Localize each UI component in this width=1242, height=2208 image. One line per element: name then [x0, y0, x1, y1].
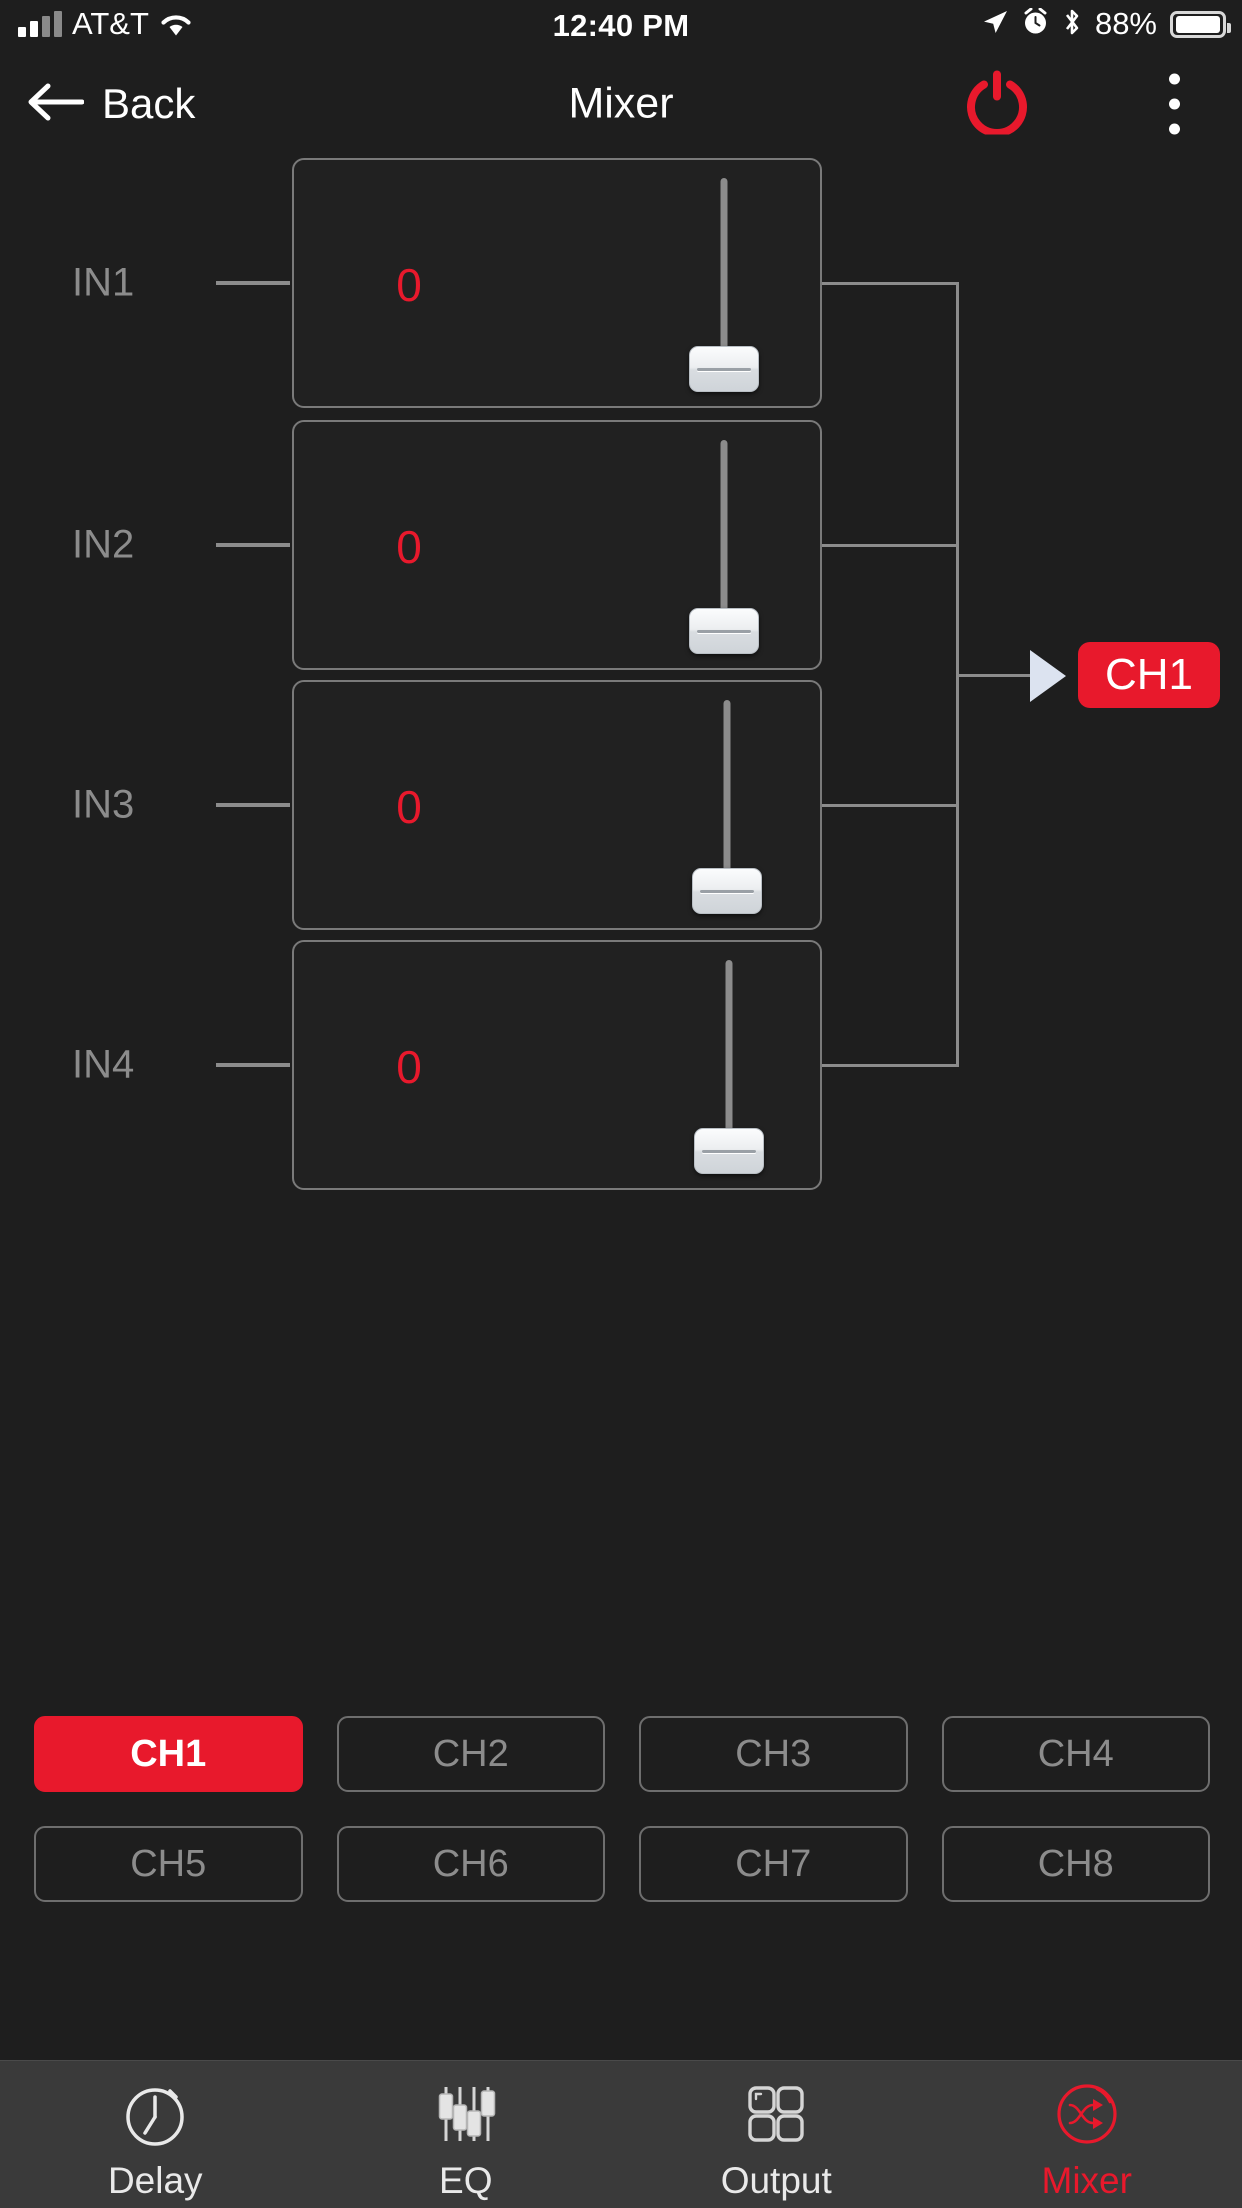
channel-button-ch2[interactable]: CH2 [336, 1716, 605, 1792]
input-connector-in3 [216, 803, 290, 807]
battery-icon [1170, 10, 1231, 38]
signal-icon [18, 11, 62, 37]
kebab-dot-icon [1169, 73, 1180, 85]
channel-strip-in1: 0 [292, 158, 822, 408]
kebab-dot-icon [1169, 123, 1180, 135]
input-value-in4: 0 [396, 1041, 422, 1093]
fader-thumb-in2[interactable] [689, 608, 759, 654]
bus-wire-in1 [822, 282, 959, 285]
input-value-in1: 0 [396, 259, 422, 311]
output-node-ch1[interactable]: CH1 [1078, 642, 1220, 708]
fader-thumb-in3[interactable] [692, 868, 762, 914]
tab-label-delay: Delay [107, 2159, 203, 2201]
channel-button-ch8[interactable]: CH8 [941, 1826, 1210, 1902]
input-connector-in2 [216, 543, 290, 547]
tab-delay[interactable]: Delay [0, 2061, 311, 2208]
back-button[interactable]: Back [26, 80, 195, 128]
input-connector-in1 [216, 281, 290, 285]
bus-wire-to-output [956, 674, 1034, 677]
tab-eq[interactable]: EQ [311, 2061, 622, 2208]
fader-thumb-in4[interactable] [694, 1128, 764, 1174]
location-arrow-icon [981, 8, 1009, 41]
overflow-menu-button[interactable] [1169, 73, 1180, 135]
channel-button-ch4[interactable]: CH4 [941, 1716, 1210, 1792]
tab-label-eq: EQ [439, 2159, 493, 2201]
status-bar: AT&T 12:40 PM [0, 0, 1242, 58]
channel-button-ch6[interactable]: CH6 [336, 1826, 605, 1902]
fader-in4[interactable] [694, 960, 764, 1174]
input-value-in2: 0 [396, 521, 422, 573]
input-label-in1: IN1 [72, 260, 135, 305]
power-button[interactable] [964, 69, 1030, 140]
status-bar-right: 88% [981, 6, 1231, 42]
fader-in1[interactable] [689, 178, 759, 392]
channel-button-ch5[interactable]: CH5 [34, 1826, 303, 1902]
channel-selector-grid: CH1 CH2 CH3 CH4 CH5 CH6 CH7 CH8 [34, 1716, 1210, 1902]
tab-output[interactable]: Output [621, 2061, 932, 2208]
channel-strip-in2: 0 [292, 420, 822, 670]
status-bar-left: AT&T [18, 8, 193, 40]
channel-button-ch1[interactable]: CH1 [34, 1716, 303, 1792]
input-connector-in4 [216, 1063, 290, 1067]
bottom-tab-bar: Delay EQ [0, 2060, 1242, 2208]
channel-strip-in4: 0 [292, 940, 822, 1190]
sliders-icon [429, 2077, 503, 2151]
grid-icon [739, 2077, 813, 2151]
channel-strip-in3: 0 [292, 680, 822, 930]
back-arrow-icon [26, 81, 85, 128]
carrier-label: AT&T [72, 6, 149, 41]
wifi-icon [159, 11, 193, 37]
fader-track-in2 [720, 440, 728, 654]
channel-button-ch3[interactable]: CH3 [639, 1716, 908, 1792]
fader-in2[interactable] [689, 440, 759, 654]
channel-button-ch7[interactable]: CH7 [639, 1826, 908, 1902]
routing-arrow-icon [1030, 650, 1066, 702]
battery-percent-label: 88% [1094, 6, 1157, 41]
input-value-in3: 0 [396, 781, 422, 833]
bus-wire-in3 [822, 804, 959, 807]
bus-wire-in2 [822, 544, 959, 547]
power-icon [967, 70, 1027, 137]
alarm-clock-icon [1022, 7, 1049, 41]
nav-header: Back Mixer [0, 58, 1242, 150]
bus-wire-in4 [822, 1064, 959, 1067]
page-title: Mixer [568, 79, 674, 128]
status-bar-time: 12:40 PM [552, 8, 690, 43]
input-label-in3: IN3 [72, 782, 135, 827]
tab-label-mixer: Mixer [1041, 2159, 1132, 2201]
input-label-in4: IN4 [72, 1042, 135, 1087]
fader-in3[interactable] [692, 700, 762, 914]
crossover-icon [1050, 2077, 1124, 2151]
bluetooth-icon [1062, 7, 1082, 42]
tab-label-output: Output [720, 2159, 832, 2201]
back-label: Back [102, 80, 196, 127]
kebab-dot-icon [1169, 98, 1180, 110]
tab-mixer[interactable]: Mixer [932, 2061, 1242, 2208]
fader-track-in3 [723, 700, 731, 914]
stopwatch-icon [118, 2077, 192, 2151]
fader-thumb-in1[interactable] [689, 346, 759, 392]
fader-track-in4 [725, 960, 733, 1174]
input-label-in2: IN2 [72, 522, 135, 567]
mixer-routing-canvas: IN1 0 IN2 0 IN3 0 [0, 150, 1242, 1220]
fader-track-in1 [720, 178, 728, 392]
